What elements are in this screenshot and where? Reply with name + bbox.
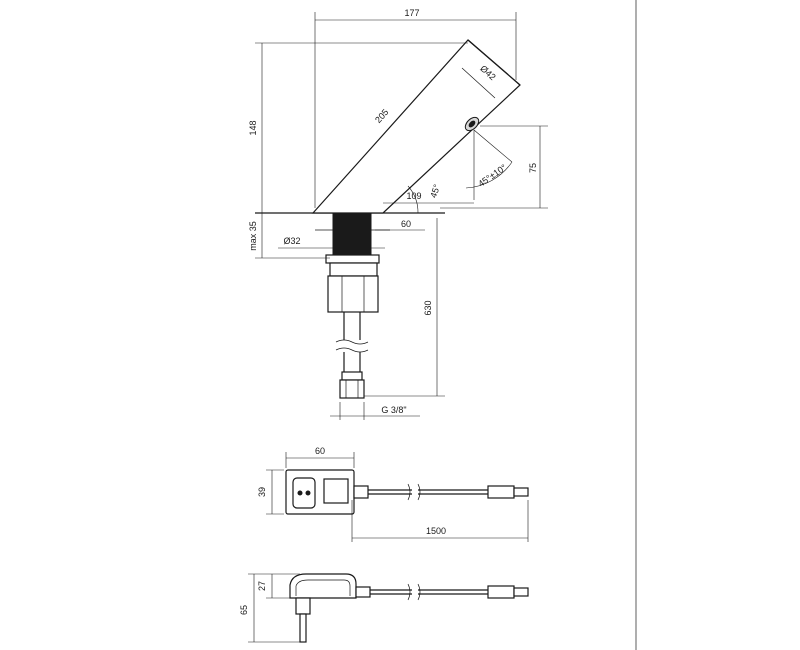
dim-side-total-height: 65: [239, 605, 249, 615]
washer: [329, 262, 378, 277]
adapter-side-body: [289, 573, 357, 599]
dim-hose-length: 630: [423, 300, 433, 315]
outlet-face: [467, 39, 521, 86]
outlet-inner-line: [461, 67, 496, 99]
mounting-shank: [332, 212, 372, 256]
plug-socket: [292, 477, 316, 509]
hose-end-nut: [339, 379, 365, 399]
power-supply-side-view: 27 65: [239, 573, 529, 643]
dim-cable-length: 1500: [426, 526, 446, 536]
plug-base: [295, 597, 311, 615]
fixing-nut: [327, 275, 379, 313]
adapter-label: [323, 478, 349, 504]
dim-sensor-offset: 109: [406, 191, 421, 201]
sensor-window: [464, 116, 480, 132]
dim-body-width: 60: [401, 219, 411, 229]
power-supply-front-view: 60 39 1500: [257, 446, 529, 542]
dim-adapter-width: 60: [315, 446, 325, 456]
connector-tip: [513, 487, 529, 497]
hose-break-bottom: [335, 347, 369, 353]
strain-relief: [353, 485, 369, 499]
plug-pin: [299, 613, 307, 643]
dim-max-thickness: max 35: [248, 221, 258, 251]
dim-adapter-height: 39: [257, 487, 267, 497]
dim-total-width: 177: [404, 8, 419, 18]
dim-shank-diameter: Ø32: [283, 236, 300, 246]
dim-height: 148: [248, 120, 258, 135]
hose-break-top: [335, 339, 369, 345]
dim-sensor-angle: 45°±10°: [476, 162, 508, 189]
dim-sensor-height: 75: [528, 163, 538, 173]
dim-spout-length: 205: [373, 107, 390, 125]
connector-plug: [487, 485, 515, 499]
dim-side-body-height: 27: [257, 581, 267, 591]
side-connector-plug: [487, 585, 515, 599]
hose-ferrule: [341, 371, 363, 381]
counter-plate: [325, 254, 380, 264]
faucet-side-view: 177 148 205 Ø42 75 45°±10° 45° 109 60 ma…: [248, 8, 548, 420]
dim-spout-angle: 45°: [428, 183, 442, 199]
dim-thread: G 3/8": [381, 405, 406, 415]
